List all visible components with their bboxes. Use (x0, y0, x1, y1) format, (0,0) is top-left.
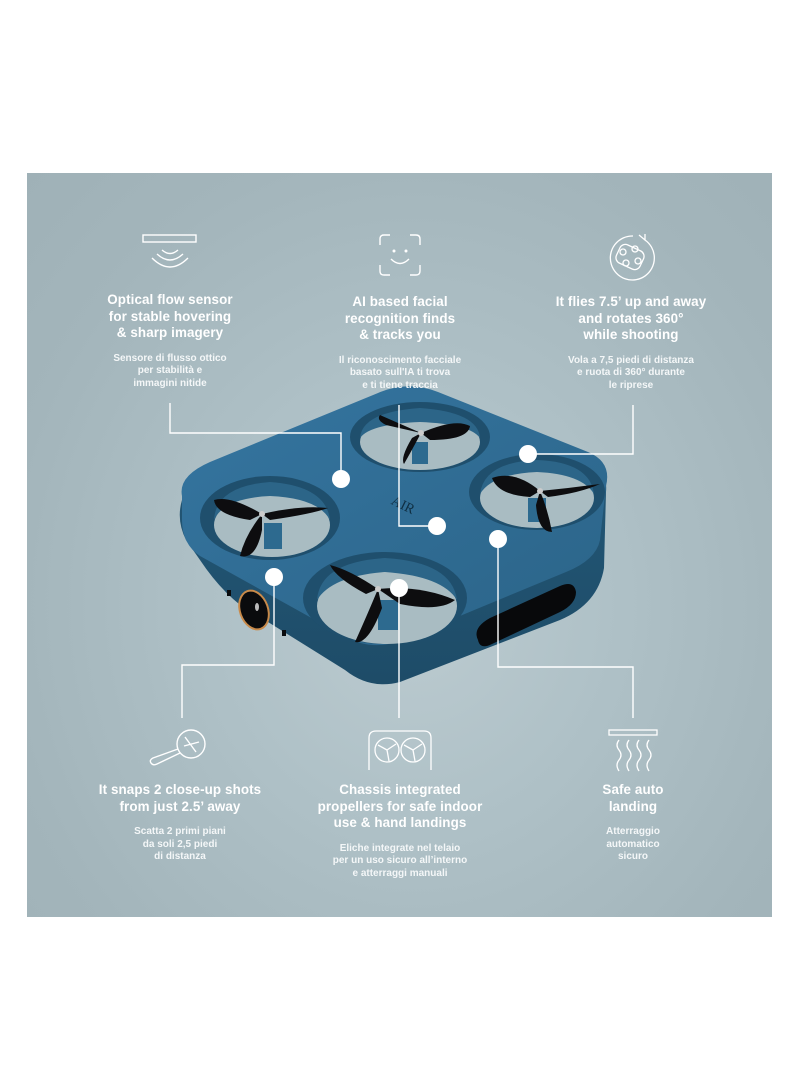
feature-subtitle: Eliche integrate nel telaio per un uso s… (332, 842, 468, 879)
feature-auto-landing: Safe auto landing Atterraggio automatico… (563, 728, 703, 864)
feature-title: It snaps 2 close-up shots from just 2.5’… (98, 782, 262, 814)
optical-flow-sensor-icon (142, 234, 197, 268)
feature-integrated-propellers: Chassis integrated propellers for safe i… (295, 728, 505, 880)
rotate-360-drone-icon (609, 234, 655, 281)
magnifier-icon (149, 729, 206, 766)
feature-subtitle: Il riconoscimento facciale basato sull'I… (338, 354, 462, 391)
integrated-propellers-icon (368, 730, 432, 770)
auto-landing-icon (608, 729, 658, 772)
feature-close-up: It snaps 2 close-up shots from just 2.5’… (60, 728, 300, 864)
feature-title: Chassis integrated propellers for safe i… (317, 782, 483, 830)
feature-subtitle: Vola a 7,5 piedi di distanza e ruota di … (568, 354, 694, 391)
feature-title: Optical flow sensor for stable hovering … (107, 292, 233, 340)
feature-face-recognition: AI based facial recognition finds & trac… (300, 232, 500, 392)
feature-flies-rotates: It flies 7.5’ up and away and rotates 36… (531, 232, 731, 392)
feature-optical-flow: Optical flow sensor for stable hovering … (70, 232, 270, 390)
feature-subtitle: Sensore di flusso ottico per stabilità e… (113, 352, 227, 389)
feature-title: AI based facial recognition finds & trac… (344, 294, 456, 342)
feature-title: It flies 7.5’ up and away and rotates 36… (555, 294, 707, 342)
feature-title: Safe auto landing (602, 782, 664, 814)
feature-subtitle: Scatta 2 primi piani da soli 2,5 piedi d… (134, 826, 226, 863)
feature-subtitle: Atterraggio automatico sicuro (606, 826, 660, 863)
face-recognition-icon (379, 234, 421, 276)
